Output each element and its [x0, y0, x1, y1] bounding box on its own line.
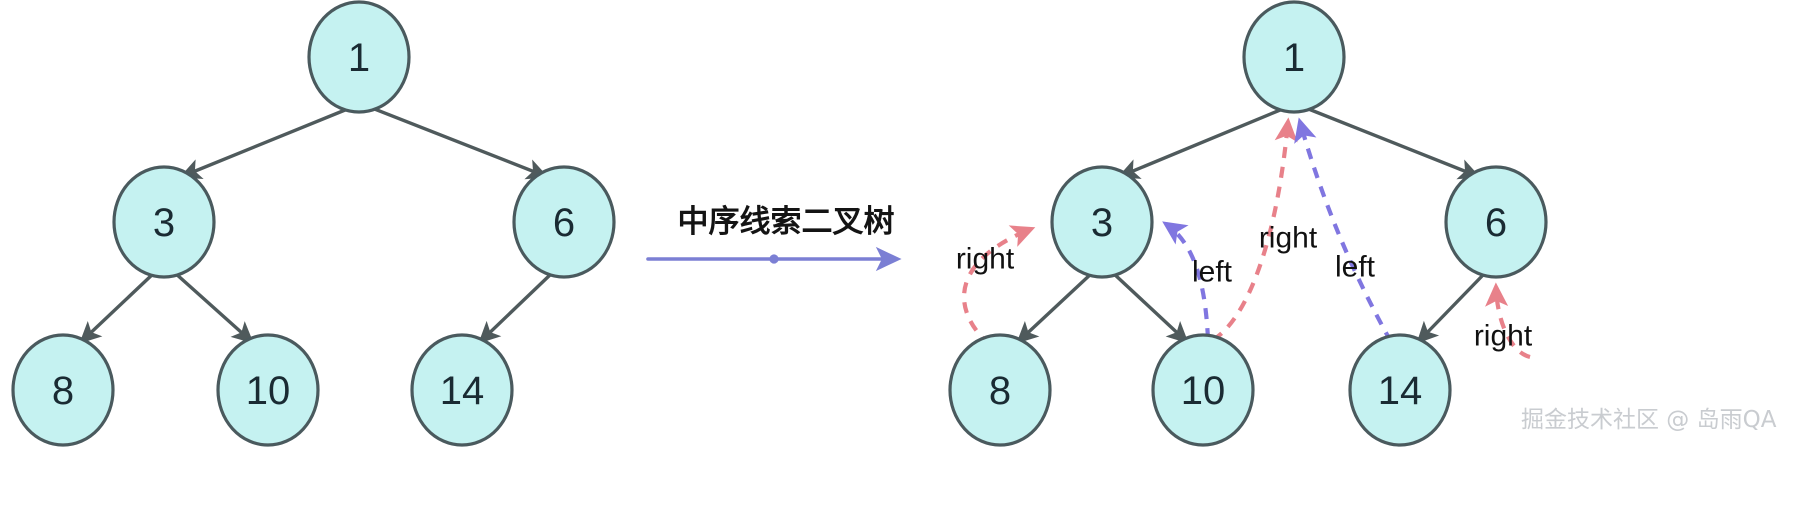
thread-right-8-to-3 [961, 225, 1036, 347]
left-edge-3-to-10 [173, 271, 254, 344]
left-node-14[interactable]: 14 [410, 333, 514, 447]
right-node-8[interactable]: 8 [948, 333, 1052, 447]
node-circle [1050, 165, 1154, 279]
left-edge-1-to-3 [179, 106, 352, 180]
thread-right-14-to-6 [1485, 282, 1531, 360]
node-circle [1242, 0, 1346, 114]
thread-label-left-10-to-3: left [1192, 256, 1233, 289]
node-circle [112, 165, 216, 279]
left-node-8[interactable]: 8 [11, 333, 115, 447]
right-tree-threads [961, 117, 1531, 360]
node-circle [307, 0, 411, 114]
left-tree-edges [79, 106, 553, 344]
right-edge-1-to-3 [1117, 106, 1287, 179]
node-label: 1 [348, 36, 370, 80]
node-label: 1 [1283, 36, 1305, 80]
right-tree-nodes: 1 3 6 8 10 14 [948, 0, 1548, 447]
left-node-10[interactable]: 10 [216, 333, 320, 447]
node-label: 14 [440, 369, 485, 413]
node-circle [1151, 333, 1255, 447]
right-node-1[interactable]: 1 [1242, 0, 1346, 114]
left-node-1[interactable]: 1 [307, 0, 411, 114]
right-node-10[interactable]: 10 [1151, 333, 1255, 447]
transform-label: 中序线索二叉树 [678, 204, 895, 240]
node-label: 8 [989, 369, 1011, 413]
right-node-14[interactable]: 14 [1348, 333, 1452, 447]
node-label: 3 [153, 201, 175, 245]
left-node-6[interactable]: 6 [512, 165, 616, 279]
left-tree-nodes: 1 3 6 8 10 14 [11, 0, 616, 447]
node-circle [11, 333, 115, 447]
node-label: 6 [553, 201, 575, 245]
thread-label-left-14-to-1: left [1335, 251, 1376, 284]
transform-arrow-midpoint-dot [769, 254, 779, 264]
node-label: 10 [1181, 369, 1226, 413]
left-edge-1-to-6 [370, 106, 549, 180]
right-edge-1-to-6 [1304, 106, 1481, 180]
node-label: 10 [246, 369, 291, 413]
thread-right-10-to-1 [1211, 117, 1298, 342]
node-label: 8 [52, 369, 74, 413]
right-edge-6-to-14 [1416, 272, 1486, 344]
left-edge-6-to-14 [478, 272, 553, 344]
thread-label-right-14-to-6: right [1474, 320, 1533, 353]
thread-left-10-to-3 [1162, 221, 1211, 340]
node-circle [948, 333, 1052, 447]
transform-annotation: 中序线索二叉树 [646, 204, 902, 272]
right-node-6[interactable]: 6 [1444, 165, 1548, 279]
node-label: 14 [1378, 369, 1423, 413]
left-edge-3-to-8 [79, 271, 156, 344]
node-circle [1444, 165, 1548, 279]
node-circle [216, 333, 320, 447]
watermark: 掘金技术社区 @ 岛雨QA [1521, 407, 1777, 433]
node-label: 6 [1485, 201, 1507, 245]
thread-label-right-8-to-3: right [956, 243, 1015, 276]
node-label: 3 [1091, 201, 1113, 245]
node-circle [1348, 333, 1452, 447]
right-node-3[interactable]: 3 [1050, 165, 1154, 279]
node-circle [512, 165, 616, 279]
thread-label-right-10-to-1: right [1259, 222, 1318, 255]
right-tree-edges [1016, 106, 1486, 344]
right-edge-3-to-10 [1111, 271, 1189, 344]
node-circle [410, 333, 514, 447]
left-node-3[interactable]: 3 [112, 165, 216, 279]
right-edge-3-to-8 [1016, 271, 1094, 344]
thread-labels: right left right left right [956, 222, 1533, 353]
